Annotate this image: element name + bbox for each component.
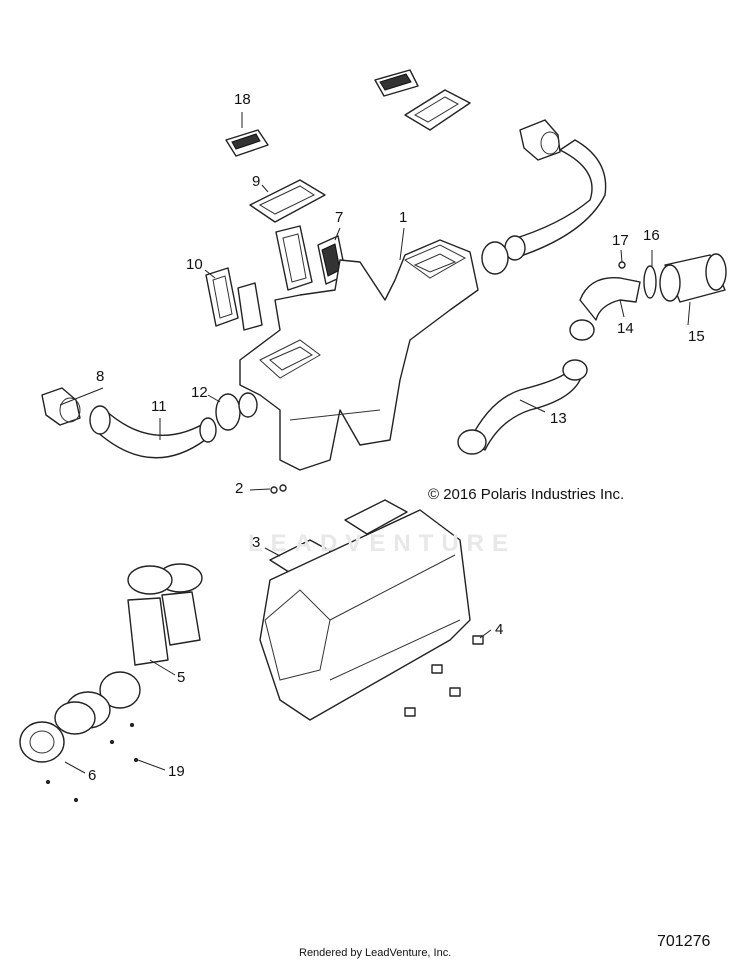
figure-id: 701276 xyxy=(657,933,711,950)
collars-6[interactable] xyxy=(19,691,111,763)
callout-13: 13 xyxy=(550,410,567,427)
callout-2: 2 xyxy=(235,480,244,497)
seal-middle[interactable] xyxy=(275,225,313,291)
screw-2[interactable] xyxy=(270,484,287,494)
clamp-16[interactable] xyxy=(643,265,657,299)
leader-lines xyxy=(59,112,691,774)
copyright-notice: © 2016 Polaris Industries Inc. xyxy=(428,486,625,503)
duct-end-8[interactable] xyxy=(41,387,81,426)
air-filter-15[interactable] xyxy=(659,253,727,303)
callout-18: 18 xyxy=(234,91,251,108)
nuts-4[interactable] xyxy=(404,635,484,717)
callout-11: 11 xyxy=(151,398,167,415)
intake-tubes-5[interactable] xyxy=(99,563,203,709)
vent-grille-18[interactable] xyxy=(225,129,269,157)
clamp-12[interactable] xyxy=(215,392,258,431)
callout-3: 3 xyxy=(252,534,261,551)
callout-6: 6 xyxy=(88,767,97,784)
elbow-14[interactable] xyxy=(569,276,641,341)
seal-9[interactable] xyxy=(249,179,326,223)
vent-grille-top[interactable] xyxy=(374,69,419,97)
watermark: LEADVENTURE xyxy=(248,530,517,557)
callout-1: 1 xyxy=(399,209,408,226)
duct-end-right[interactable] xyxy=(519,119,561,161)
callout-9: 9 xyxy=(252,173,261,190)
airbox-housing-1[interactable] xyxy=(239,239,479,471)
rendered-by-credit: Rendered by LeadVenture, Inc. xyxy=(299,947,452,959)
seal-top[interactable] xyxy=(404,89,471,131)
fasteners-19[interactable] xyxy=(46,723,138,802)
callout-10: 10 xyxy=(186,256,203,273)
callout-16: 16 xyxy=(643,227,660,244)
callout-7: 7 xyxy=(335,209,344,226)
screw-17[interactable] xyxy=(618,261,626,269)
callout-17: 17 xyxy=(612,232,629,249)
hose-11[interactable] xyxy=(89,405,217,459)
callout-8: 8 xyxy=(96,368,105,385)
lower-airbox[interactable] xyxy=(259,509,471,721)
hose-upper-right[interactable] xyxy=(481,139,607,275)
callout-15: 15 xyxy=(688,328,705,345)
callout-14: 14 xyxy=(617,320,634,337)
callout-12: 12 xyxy=(191,384,208,401)
callout-19: 19 xyxy=(168,763,185,780)
callout-4: 4 xyxy=(495,621,504,638)
seal-3[interactable] xyxy=(269,499,408,575)
hose-13[interactable] xyxy=(457,359,588,455)
seal-10[interactable] xyxy=(205,267,263,331)
callout-5: 5 xyxy=(177,669,186,686)
